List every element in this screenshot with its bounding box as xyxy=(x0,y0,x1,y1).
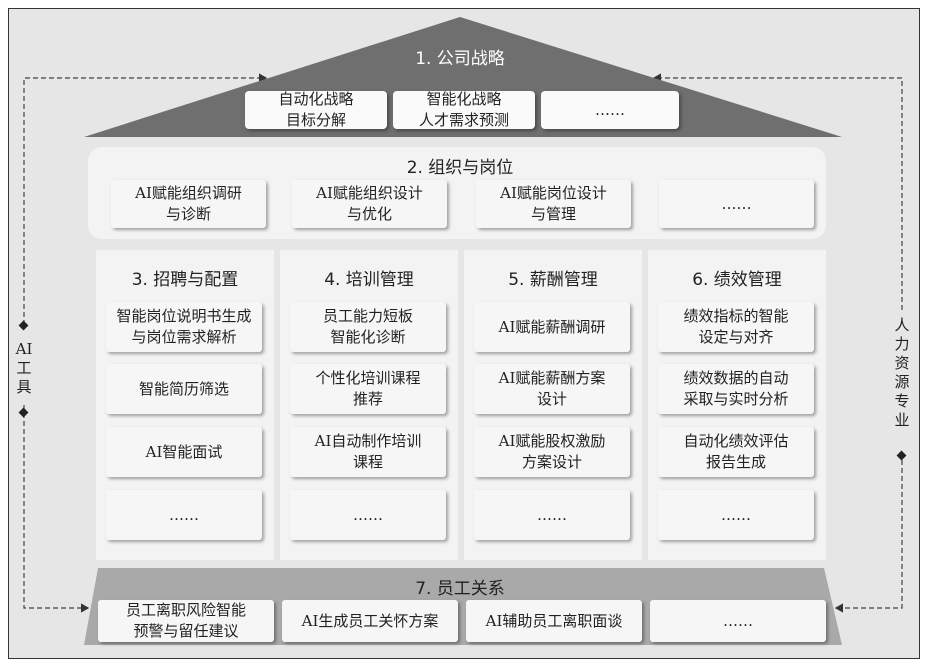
right-arrow-top xyxy=(652,73,903,310)
right-arrow-bottom xyxy=(834,460,903,613)
performance-title: 6. 绩效管理 xyxy=(692,270,782,290)
recruitment-item-4: …… xyxy=(106,490,262,540)
organization-title: 2. 组织与岗位 xyxy=(406,158,514,178)
performance-item-2: 绩效数据的自动 采取与实时分析 xyxy=(658,364,814,414)
strategy-item-2: 智能化战略 人才需求预测 xyxy=(393,90,535,129)
training-title: 4. 培训管理 xyxy=(324,270,414,290)
left-arrow-bottom xyxy=(23,405,90,613)
organization-item-1: AI赋能组织调研 与诊断 xyxy=(111,180,266,228)
training-item-4: …… xyxy=(290,490,446,540)
relations-item-2: AI生成员工关怀方案 xyxy=(282,600,458,642)
relations-item-4: …… xyxy=(650,600,826,642)
recruitment-item-2: 智能简历筛选 xyxy=(106,364,262,414)
recruitment-item-1: 智能岗位说明书生成 与岗位需求解析 xyxy=(106,302,262,352)
left-arrow-top xyxy=(23,73,268,325)
relations-title: 7. 员工关系 xyxy=(415,579,505,599)
recruitment-title: 3. 招聘与配置 xyxy=(131,270,239,290)
compensation-item-2: AI赋能薪酬方案 设计 xyxy=(474,364,630,414)
performance-item-3: 自动化绩效评估 报告生成 xyxy=(658,427,814,477)
performance-item-1: 绩效指标的智能 设定与对齐 xyxy=(658,302,814,352)
organization-item-4: …… xyxy=(659,180,814,228)
compensation-title: 5. 薪酬管理 xyxy=(508,270,598,290)
relations-item-3: AI辅助员工离职面谈 xyxy=(466,600,642,642)
recruitment-item-3: AI智能面试 xyxy=(106,427,262,477)
hr-professional-label: 人 力 资 源 专 业 xyxy=(894,316,910,429)
compensation-item-3: AI赋能股权激励 方案设计 xyxy=(474,427,630,477)
training-item-1: 员工能力短板 智能化诊断 xyxy=(290,302,446,352)
strategy-item-3: …… xyxy=(541,91,679,129)
performance-item-4: …… xyxy=(658,490,814,540)
compensation-item-4: …… xyxy=(474,490,630,540)
training-item-2: 个性化培训课程 推荐 xyxy=(290,364,446,414)
ai-tools-label: AI 工 具 xyxy=(15,340,33,396)
strategy-title: 1. 公司战略 xyxy=(415,49,505,69)
organization-item-2: AI赋能组织设计 与优化 xyxy=(292,180,447,228)
relations-item-1: 员工离职风险智能 预警与留任建议 xyxy=(98,600,274,642)
strategy-item-1: 自动化战略 目标分解 xyxy=(245,90,387,129)
compensation-item-1: AI赋能薪酬调研 xyxy=(474,302,630,352)
organization-item-3: AI赋能岗位设计 与管理 xyxy=(476,180,631,228)
training-item-3: AI自动制作培训 课程 xyxy=(290,427,446,477)
